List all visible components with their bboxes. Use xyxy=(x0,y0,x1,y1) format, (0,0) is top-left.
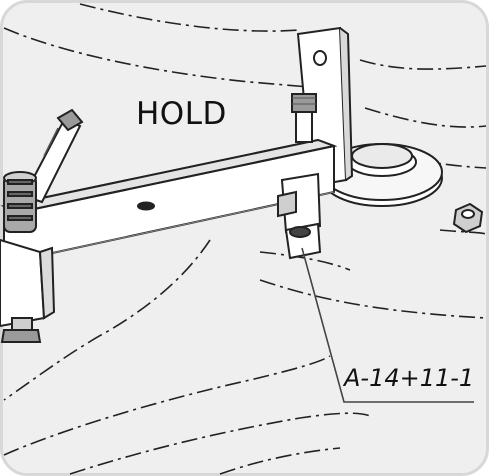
clamp-knob xyxy=(3,171,37,233)
right-nut xyxy=(452,202,484,234)
leader-line xyxy=(301,247,474,403)
tube-end xyxy=(0,238,56,328)
part-number-label: A-14+11-1 xyxy=(344,364,475,392)
tube-arm xyxy=(0,138,338,262)
hold-caption: HOLD xyxy=(136,96,227,132)
left-bolt xyxy=(0,317,42,343)
round-flange xyxy=(321,143,443,207)
top-nut xyxy=(291,93,317,143)
hold-clamp xyxy=(277,172,322,260)
